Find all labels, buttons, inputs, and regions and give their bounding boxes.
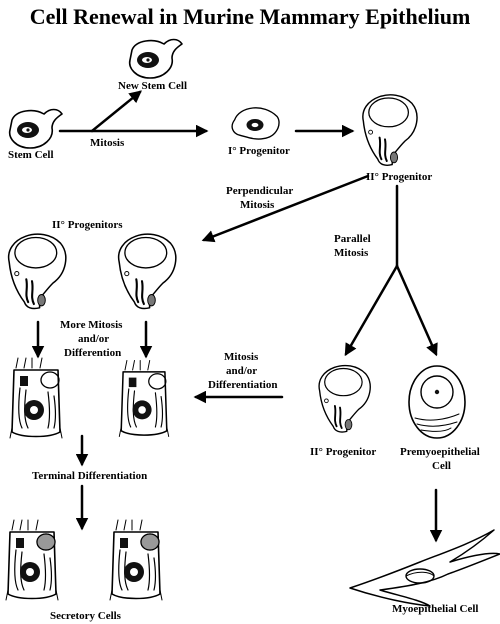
parallel-mitosis-label-1: Parallel [334,233,371,245]
secondary-progenitor-top-label: II° Progenitor [366,171,432,183]
secretory-cell-left [6,520,58,600]
premyoepithelial-label-2: Cell [432,460,451,472]
perpendicular-mitosis-label-1: Perpendicular [226,185,293,197]
mitosis-diff-label-1: Mitosis [224,351,259,363]
developing-secretory-cell-left [9,357,63,439]
perpendicular-mitosis-label-2: Mitosis [240,199,275,211]
terminal-differentiation-label: Terminal Differentiation [32,470,147,482]
more-mitosis-label-3: Differention [64,347,121,359]
new-stem-cell [128,38,183,79]
arrow-to-new-stem [90,90,142,133]
arrow-parallel-left [344,264,399,357]
mitosis-diff-label-3: Differentiation [208,379,277,391]
myoepithelial-cell-label: Myoepithelial Cell [392,603,478,615]
secondary-progenitor-right-cell [117,233,177,310]
premyoepithelial-cell [408,365,466,439]
secretory-cells-label: Secretory Cells [50,610,122,622]
more-mitosis-label-1: More Mitosis [60,319,123,331]
secondary-progenitor-bottom-label: II° Progenitor [310,446,376,458]
more-mitosis-label-2: and/or [78,333,109,345]
parallel-mitosis-label-2: Mitosis [334,247,369,259]
secondary-progenitor-left-cell [7,233,67,310]
primary-progenitor-label: I° Progenitor [228,145,290,157]
secondary-progenitor-bottom-cell [318,364,372,433]
arrow-perpendicular [201,174,370,243]
premyoepithelial-label-1: Premyoepithelial [400,446,480,458]
stem-cell-label: Stem Cell [8,149,54,161]
myoepithelial-cell [349,529,500,607]
arrow-parallel-right [395,264,438,357]
secretory-cell-right [110,520,162,600]
developing-secretory-cell-right [118,359,170,438]
stem-cell [8,108,63,149]
diagram-title: Cell Renewal in Murine Mammary Epitheliu… [30,4,471,29]
mitosis-label: Mitosis [90,137,125,149]
primary-progenitor-cell [231,107,280,140]
secondary-progenitor-top-cell [361,93,418,167]
secondary-progenitors-label: II° Progenitors [52,219,123,231]
arrows [31,90,443,543]
mitosis-diff-label-2: and/or [226,365,257,377]
new-stem-cell-label: New Stem Cell [118,80,187,92]
